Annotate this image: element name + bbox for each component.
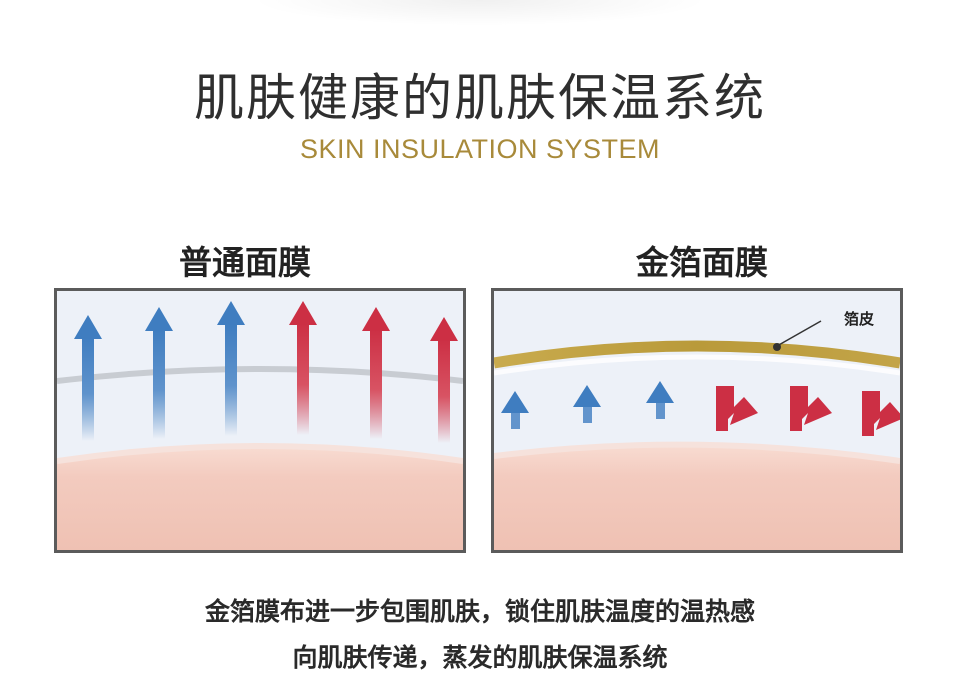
blue-arrow-icon	[145, 307, 173, 439]
caption-line-2: 向肌肤传递，蒸发的肌肤保温系统	[292, 643, 668, 672]
blue-arrow-icon	[501, 391, 529, 429]
bent-red-arrow-icon	[862, 391, 900, 436]
annotation-dot	[773, 343, 781, 351]
foil-annotation-label: 箔皮	[844, 310, 874, 328]
bent-red-arrow-icon	[790, 386, 832, 431]
page-title: 肌肤健康的肌肤保温系统	[194, 69, 766, 127]
bent-red-arrow-icon	[716, 386, 758, 431]
blue-arrow-icon	[217, 301, 245, 436]
red-arrow-icon	[289, 301, 317, 435]
blue-arrow-icon	[74, 315, 102, 441]
gold-foil-layer	[494, 340, 900, 369]
gold-foil-mask-illustration: 箔皮	[494, 291, 900, 550]
normal-mask-panel	[54, 288, 466, 553]
blue-arrow-icon	[573, 385, 601, 423]
right-panel-label: 金箔面膜	[636, 243, 768, 282]
red-arrow-icon	[430, 317, 458, 443]
skin-layer	[494, 444, 900, 550]
annotation-leader-line	[776, 320, 822, 347]
top-shadow	[250, 0, 710, 26]
gold-foil-mask-panel: 箔皮	[491, 288, 903, 553]
skin-layer	[57, 446, 463, 550]
normal-mask-illustration	[57, 291, 463, 550]
caption-line-1: 金箔膜布进一步包围肌肤，锁住肌肤温度的温热感	[204, 597, 755, 626]
page-subtitle: SKIN INSULATION SYSTEM	[299, 134, 661, 164]
red-arrow-icon	[362, 307, 390, 439]
blue-arrow-icon	[646, 381, 674, 419]
mask-membrane-line	[57, 366, 463, 384]
left-panel-label: 普通面膜	[179, 243, 311, 282]
